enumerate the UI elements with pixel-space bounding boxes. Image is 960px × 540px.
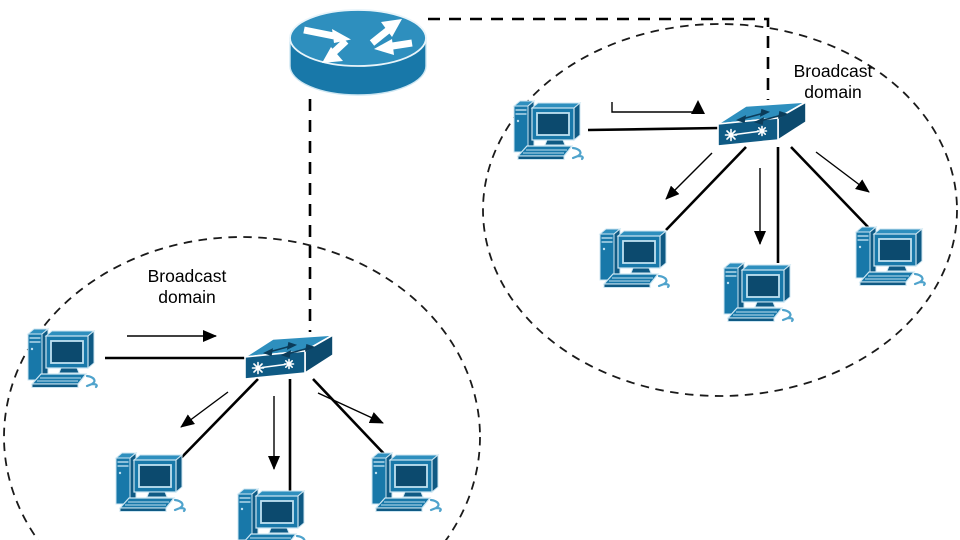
- traffic-arrowhead: [691, 100, 705, 114]
- workstation-icon: [26, 327, 98, 389]
- switch-to-pc-link: [665, 146, 747, 231]
- switch-icon: [244, 334, 334, 380]
- left-domain-links: [105, 330, 388, 492]
- switch-to-pc-link: [790, 146, 869, 228]
- workstation-icon: [598, 227, 670, 289]
- broadcast-domain-label-left-line1: Broadcast: [148, 266, 227, 286]
- broadcast-domain-label-left-line2: domain: [158, 287, 215, 307]
- broadcast-domain-label-right-line2: domain: [804, 82, 861, 102]
- traffic-arrow: [665, 152, 713, 200]
- right-domain-links: [587, 100, 870, 263]
- workstation-icon: [854, 225, 926, 287]
- router-to-right-switch-link: [428, 17, 770, 100]
- broadcast-domain-boundary-right: [482, 23, 958, 397]
- pc-to-switch-link: [587, 126, 720, 132]
- traffic-arrow: [180, 391, 229, 428]
- router-icon: [289, 9, 427, 96]
- switch-icon: [717, 101, 807, 147]
- workstation-icon: [722, 261, 794, 323]
- switch-to-pc-link: [312, 378, 388, 458]
- broadcast-domain-boundary-left: [3, 236, 481, 540]
- broadcast-domain-label-right-line1: Broadcast: [794, 61, 873, 81]
- traffic-arrow: [815, 151, 870, 193]
- switch-to-pc-link: [179, 378, 259, 460]
- workstation-icon: [512, 99, 584, 161]
- traffic-arrow: [611, 102, 696, 113]
- workstation-icon: [236, 487, 308, 540]
- traffic-arrow: [317, 392, 384, 424]
- workstation-icon: [114, 451, 186, 513]
- workstation-icon: [370, 451, 442, 513]
